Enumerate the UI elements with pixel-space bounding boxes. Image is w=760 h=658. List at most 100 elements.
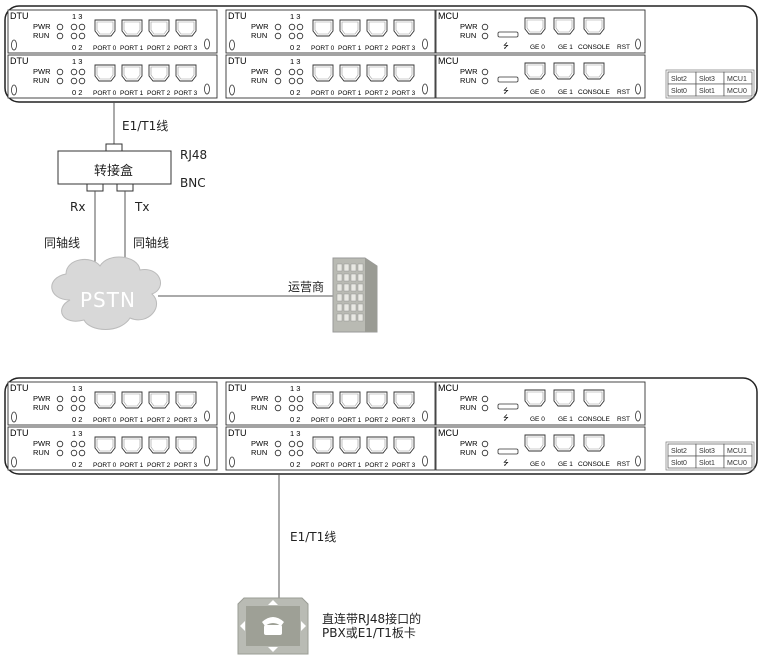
console-port: [583, 17, 605, 35]
led-index-top: 1 3: [290, 384, 300, 393]
port-led: [70, 440, 78, 448]
run-label: RUN: [251, 31, 267, 40]
run-label: RUN: [33, 31, 49, 40]
card-latch: [422, 410, 428, 422]
run-led: [56, 77, 64, 85]
card-latch: [635, 83, 641, 95]
card-latch: [229, 456, 235, 468]
port-label: PORT 3: [392, 462, 416, 469]
coax-label-left: 同轴线: [44, 236, 81, 250]
port-led: [78, 68, 86, 76]
run-led: [274, 449, 282, 457]
card-latch: [635, 38, 641, 50]
port-led: [288, 32, 296, 40]
run-label: RUN: [460, 403, 476, 412]
ge0-label: GE 0: [530, 416, 545, 423]
port-led: [296, 23, 304, 31]
port-label: PORT 2: [147, 45, 171, 52]
card-latch: [11, 84, 17, 96]
pwr-led: [481, 440, 489, 448]
port-1: [121, 436, 143, 454]
port-led: [78, 32, 86, 40]
card-latch: [422, 38, 428, 50]
led-index-top: 1 3: [290, 57, 300, 66]
card-latch: [11, 456, 17, 468]
dtu-label: DTU: [10, 11, 29, 21]
pwr-label: PWR: [33, 439, 51, 448]
building-icon: [332, 257, 378, 333]
pstn-label: PSTN: [80, 288, 136, 312]
port-led: [78, 404, 86, 412]
pwr-led: [56, 395, 64, 403]
port-label: PORT 1: [338, 45, 362, 52]
port-label: PORT 2: [365, 45, 389, 52]
port-0: [94, 436, 116, 454]
port-label: PORT 3: [392, 45, 416, 52]
port-2: [366, 436, 388, 454]
tx-label: Tx: [135, 200, 150, 214]
slot-cell-label: MCU0: [727, 460, 747, 467]
pbx-phone-icon: [237, 597, 309, 655]
ge1-port: [553, 17, 575, 35]
port-led: [288, 77, 296, 85]
led-index-top: 1 3: [290, 429, 300, 438]
ge1-label: GE 1: [558, 44, 573, 51]
port-2: [366, 391, 388, 409]
port-led: [70, 449, 78, 457]
port-label: PORT 0: [93, 462, 117, 469]
pwr-label: PWR: [460, 22, 478, 31]
pbx-label-line1: 直连带RJ48接口的: [322, 612, 422, 626]
port-led: [78, 440, 86, 448]
usb-icon: ⭍: [503, 42, 509, 50]
port-0: [94, 64, 116, 82]
port-led: [296, 395, 304, 403]
run-label: RUN: [33, 448, 49, 457]
port-1: [121, 19, 143, 37]
e1-line-label-top: E1/T1线: [122, 119, 169, 133]
dtu-label: DTU: [228, 11, 247, 21]
run-led: [56, 404, 64, 412]
mcu-label: MCU: [438, 56, 459, 66]
converter-box: [57, 150, 172, 185]
pwr-led: [56, 440, 64, 448]
port-label: PORT 2: [365, 90, 389, 97]
usb-port: [497, 31, 519, 38]
port-3: [175, 436, 197, 454]
port-1: [339, 64, 361, 82]
run-label: RUN: [460, 448, 476, 457]
pwr-label: PWR: [251, 22, 269, 31]
port-led: [296, 68, 304, 76]
led-index-bottom: 0 2: [72, 43, 82, 52]
port-led: [288, 449, 296, 457]
console-port: [583, 434, 605, 452]
pwr-led: [274, 395, 282, 403]
slot-cell-label: MCU1: [727, 448, 747, 455]
card-latch: [635, 455, 641, 467]
led-index-top: 1 3: [72, 57, 82, 66]
slot-cell-label: Slot1: [699, 460, 715, 467]
slot-cell-label: Slot0: [671, 88, 687, 95]
port-label: PORT 3: [174, 90, 198, 97]
dtu-label: DTU: [228, 383, 247, 393]
ge0-label: GE 0: [530, 461, 545, 468]
ge0-port: [524, 17, 546, 35]
port-led: [70, 77, 78, 85]
ge0-port: [524, 62, 546, 80]
dtu-label: DTU: [10, 56, 29, 66]
port-led: [288, 23, 296, 31]
port-0: [312, 391, 334, 409]
usb-icon: ⭍: [503, 87, 509, 95]
port-label: PORT 0: [311, 417, 335, 424]
console-label: CONSOLE: [578, 416, 610, 423]
port-led: [70, 404, 78, 412]
led-index-bottom: 0 2: [290, 460, 300, 469]
card-latch: [635, 410, 641, 422]
card-latch: [422, 455, 428, 467]
port-1: [121, 64, 143, 82]
port-led: [78, 395, 86, 403]
